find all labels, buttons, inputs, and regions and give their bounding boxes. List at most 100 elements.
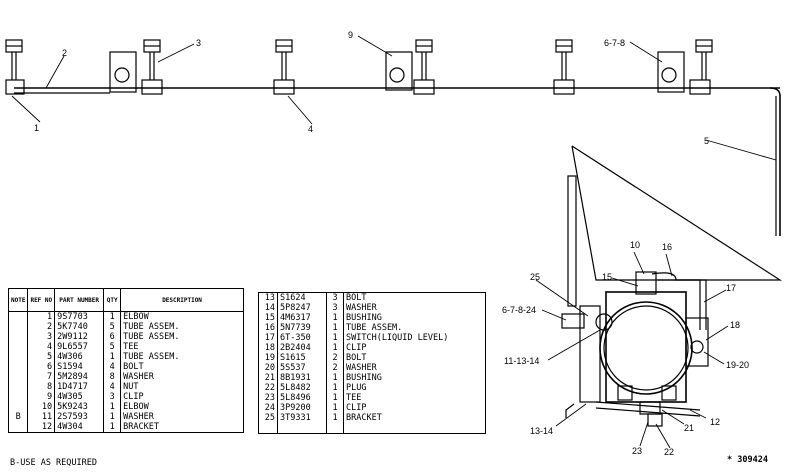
- cell-ref-no: 23: [258, 393, 278, 403]
- callout-1: 1: [34, 123, 39, 133]
- callout-23: 23: [632, 446, 642, 456]
- cell-ref-no: 21: [258, 373, 278, 383]
- cell-part-number: 2W9112: [54, 332, 105, 342]
- cell-ref-no: 10: [27, 402, 56, 412]
- cell-part-number: 8B1931: [277, 373, 327, 383]
- callout-6-7-8-24: 6-7-8-24: [502, 305, 536, 315]
- header-ref-no: REF NO: [27, 288, 56, 312]
- callout-6-7-8-top: 6-7-8: [604, 38, 625, 48]
- cell-qty: 6: [103, 332, 122, 342]
- cell-part-number: S1615: [277, 353, 327, 363]
- cell-ref-no: 2: [27, 322, 56, 332]
- cell-ref-no: 12: [27, 422, 56, 433]
- callout-17: 17: [726, 283, 736, 293]
- cell-qty: 1: [103, 352, 122, 362]
- cell-ref-no: 6: [27, 362, 56, 372]
- cell-description: WASHER: [123, 372, 154, 382]
- cell-empty: [326, 423, 344, 434]
- cell-qty: 5: [103, 322, 122, 332]
- cell-note: [8, 362, 29, 372]
- cell-note: [8, 382, 29, 392]
- cell-description: WASHER: [346, 363, 377, 373]
- cell-description: TUBE ASSEM.: [123, 322, 180, 332]
- cell-qty: 1: [103, 311, 122, 322]
- callout-12: 12: [710, 417, 720, 427]
- cell-note: [8, 332, 29, 342]
- main-tube-line: [14, 87, 781, 236]
- cell-part-number: 5S537: [277, 363, 327, 373]
- cell-part-number: 5N7739: [277, 323, 327, 333]
- pickup-assembly-2: [109, 39, 163, 95]
- cell-part-number: 5M2894: [54, 372, 105, 382]
- cell-qty: 8: [103, 372, 122, 382]
- callout-2: 2: [62, 48, 67, 58]
- leader-lines: [11, 35, 777, 449]
- cell-part-number: 1D4717: [54, 382, 105, 392]
- cell-qty: 4: [103, 362, 122, 372]
- cell-note: [8, 311, 29, 322]
- cell-description: BUSHING: [346, 373, 382, 383]
- header-description: DESCRIPTION: [120, 288, 244, 312]
- cell-ref-no: 4: [27, 342, 56, 352]
- cell-note: [8, 342, 29, 352]
- cell-ref-no: 17: [258, 333, 278, 343]
- callout-21: 21: [684, 423, 694, 433]
- cell-description: BRACKET: [346, 413, 382, 423]
- cell-part-number: 4W306: [54, 352, 105, 362]
- cell-qty: 3: [326, 292, 344, 303]
- cell-description: WASHER: [346, 303, 377, 313]
- callout-9: 9: [348, 30, 353, 40]
- cell-description: TEE: [123, 342, 139, 352]
- cell-note: [8, 392, 29, 402]
- cell-ref-no: 3: [27, 332, 56, 342]
- cell-description: CLIP: [346, 403, 367, 413]
- cell-qty: 2: [326, 353, 344, 363]
- cell-qty: 5: [103, 342, 122, 352]
- cell-note: [8, 352, 29, 362]
- cell-qty: 3: [326, 303, 344, 313]
- callout-5: 5: [704, 136, 709, 146]
- callout-13-14: 13-14: [530, 426, 553, 436]
- cell-part-number: 9L6557: [54, 342, 105, 352]
- cell-qty: 1: [326, 373, 344, 383]
- parts-table-left: NOTE REF NO PART NUMBER QTY DESCRIPTION …: [8, 288, 244, 433]
- cell-part-number: 5P8247: [277, 303, 327, 313]
- cell-empty: [258, 423, 278, 434]
- cell-ref-no: 13: [258, 292, 278, 303]
- cell-description: BRACKET: [123, 422, 159, 432]
- cell-part-number: 5L8482: [277, 383, 327, 393]
- cell-ref-no: 18: [258, 343, 278, 353]
- callout-4: 4: [308, 124, 313, 134]
- cell-ref-no: 7: [27, 372, 56, 382]
- callout-10: 10: [630, 240, 640, 250]
- cell-qty: 1: [326, 323, 344, 333]
- cell-description: BOLT: [346, 293, 367, 303]
- cell-description: BUSHING: [346, 313, 382, 323]
- cell-qty: 1: [103, 402, 122, 412]
- cell-part-number: 2S7593: [54, 412, 105, 422]
- header-qty: QTY: [103, 288, 122, 312]
- cell-part-number: 5L8496: [277, 393, 327, 403]
- pickup-assembly-5: [553, 39, 575, 95]
- cell-description: NUT: [123, 382, 139, 392]
- cell-empty: [344, 423, 486, 434]
- cell-part-number: 2B2404: [277, 343, 327, 353]
- reservoir-assembly: [561, 271, 709, 427]
- cell-description: WASHER: [123, 412, 154, 422]
- cell-ref-no: 15: [258, 313, 278, 323]
- cell-note: [8, 322, 29, 332]
- cell-ref-no: 22: [258, 383, 278, 393]
- cell-note: [8, 402, 29, 412]
